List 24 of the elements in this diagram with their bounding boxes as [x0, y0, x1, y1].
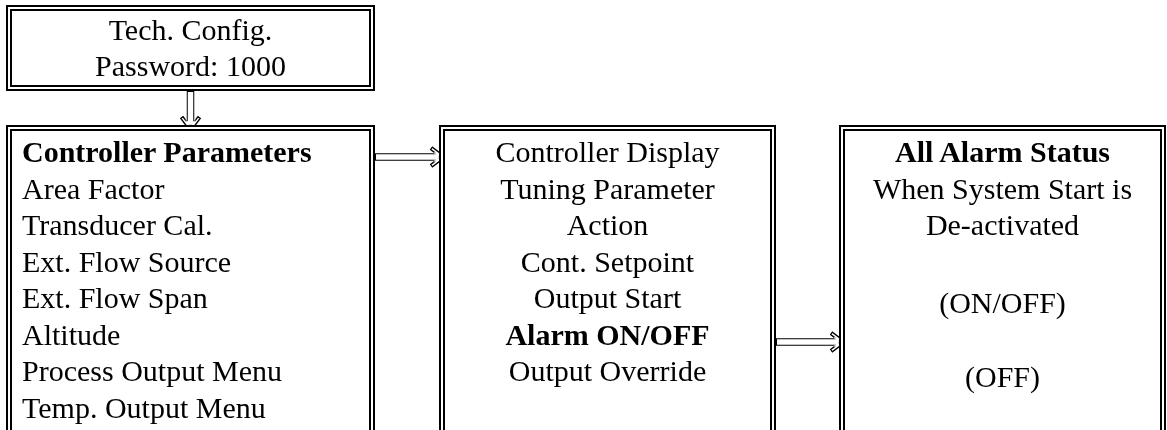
menu-item: Transducer Cal. — [22, 207, 213, 243]
menu-item: (ON/OFF) — [939, 284, 1066, 321]
menu-item: Controller Display — [495, 134, 720, 170]
menu-heading: All Alarm Status — [895, 134, 1110, 170]
menu-item: Ext. Flow Span — [22, 280, 208, 316]
menu-heading: Alarm ON/OFF — [505, 316, 710, 353]
menu-item: Tuning Parameter — [500, 170, 715, 207]
menu-item: Output Start — [533, 280, 682, 316]
menu-heading: Controller Parameters — [22, 134, 312, 170]
menu-box — [6, 5, 375, 91]
menu-item: Output Override — [508, 353, 707, 389]
menu-item: Area Factor — [22, 170, 165, 207]
menu-item: When System Start is De-activated — [871, 170, 1134, 243]
menu-item: (OFF) — [965, 359, 1040, 395]
menu-item: Cont. Setpoint — [520, 243, 695, 280]
menu-item: Temp. Output Menu — [22, 389, 266, 426]
menu-item: Action — [566, 207, 649, 243]
menu-box — [6, 125, 375, 430]
menu-item: Altitude — [22, 316, 121, 353]
menu-box — [439, 125, 776, 430]
menu-item: Ext. Flow Source — [22, 243, 232, 280]
menu-item: Process Output Menu — [22, 353, 282, 389]
menu-box — [839, 125, 1166, 430]
menu-title: Tech. Config. Password: 1000 — [94, 12, 287, 84]
